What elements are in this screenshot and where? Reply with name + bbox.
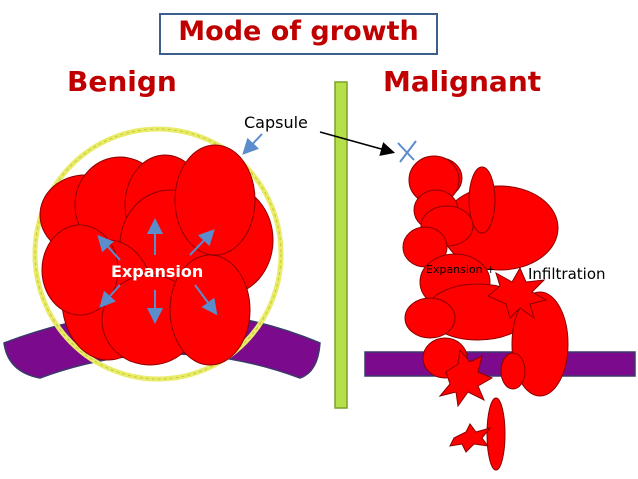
capsule-pointer-arrow <box>242 133 263 155</box>
benign-tumor-cells <box>39 144 274 366</box>
title-box <box>159 13 438 55</box>
benign-heading: Benign <box>67 65 177 98</box>
malignant-expansion-label: Expansion + <box>426 263 496 276</box>
center-divider <box>334 81 348 409</box>
malignant-heading: Malignant <box>383 65 542 98</box>
benign-expansion-label: Expansion <box>111 262 204 281</box>
malignant-tissue-layer <box>364 351 636 377</box>
capsule-absent-arrow <box>319 131 396 156</box>
expansion-arrows <box>97 218 218 324</box>
malignant-tumor-cells <box>402 155 569 471</box>
page-title: Mode of growth <box>178 16 419 47</box>
infiltrating-cells <box>438 266 548 453</box>
capsule-label: Capsule <box>244 113 308 132</box>
absent-capsule-cross-icon <box>397 140 417 163</box>
infiltration-label: Infiltration <box>528 265 606 283</box>
